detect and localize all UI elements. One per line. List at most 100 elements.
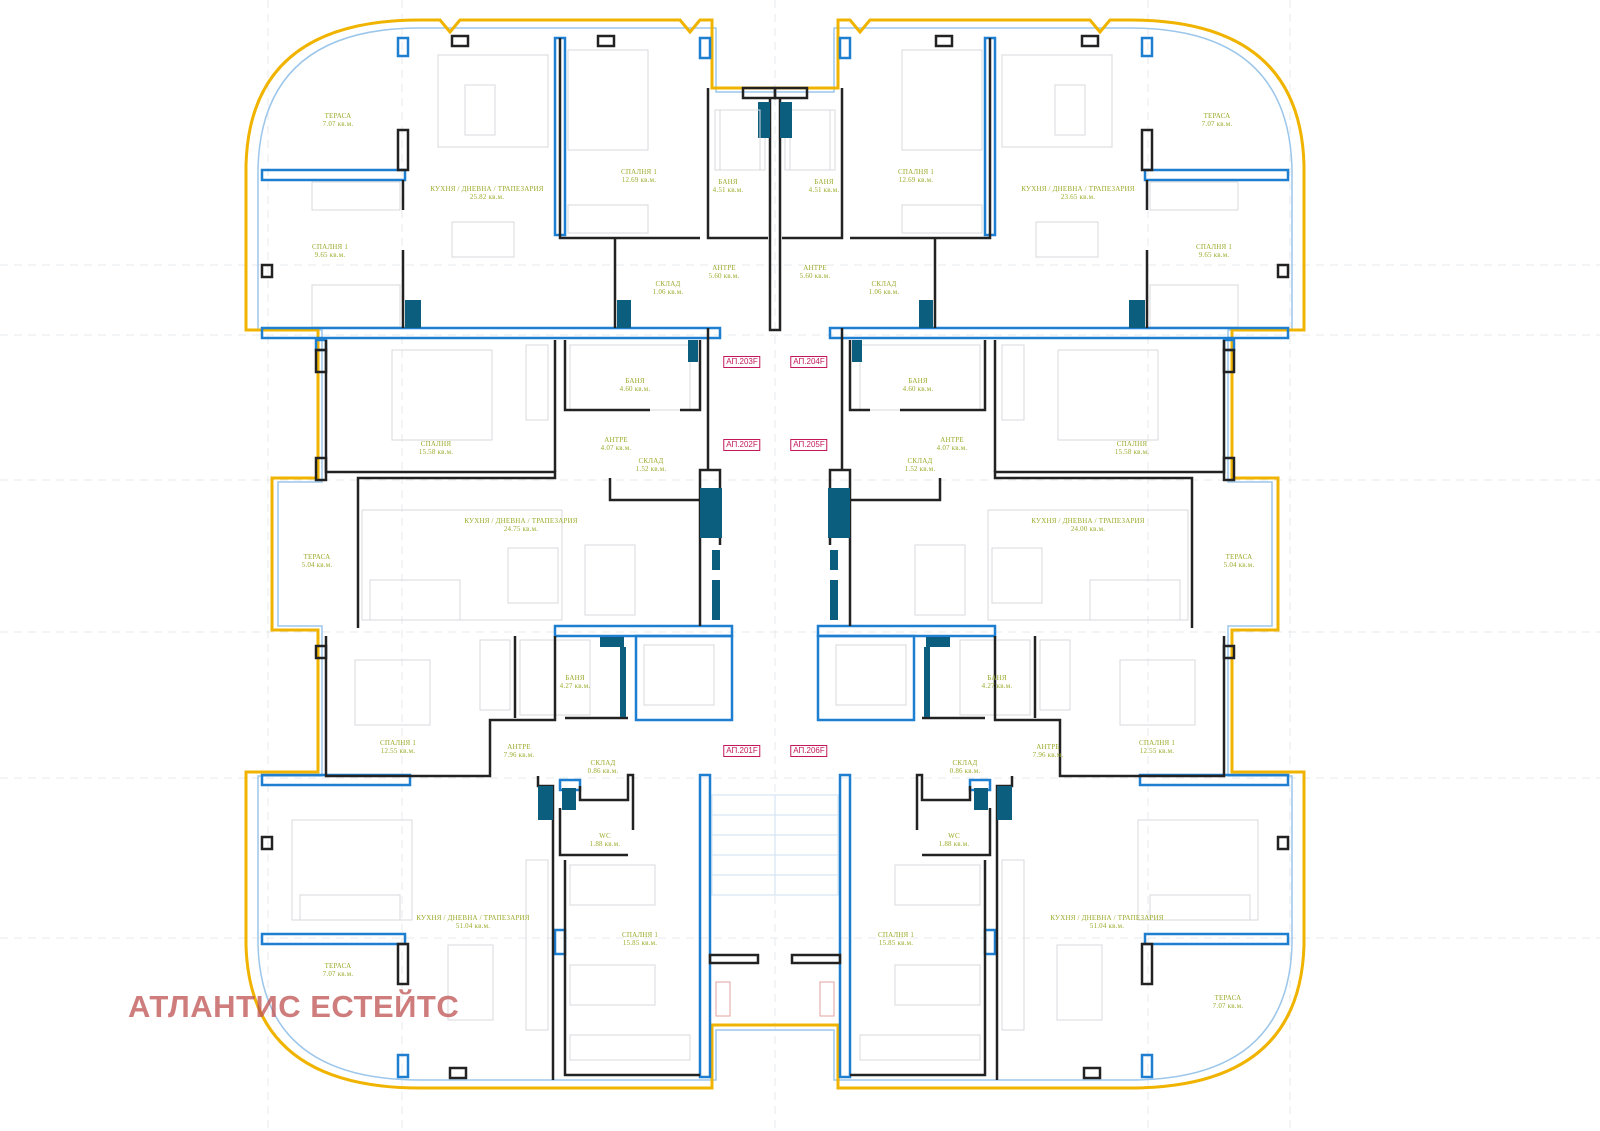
- room-name: АНТРЕ: [712, 264, 736, 272]
- room-area: 1.06 кв.м.: [868, 288, 900, 296]
- room-area: 12.55 кв.м.: [380, 747, 416, 755]
- room-area: 51.04 кв.м.: [1089, 922, 1125, 930]
- room-name: СПАЛНЯ 1: [620, 168, 658, 176]
- room-area: 9.65 кв.м.: [314, 251, 346, 259]
- room-name: WC: [599, 832, 611, 840]
- room-area: 7.07 кв.м.: [322, 970, 354, 978]
- room-area: 4.27 кв.м.: [559, 682, 591, 690]
- room-area: 7.07 кв.м.: [1212, 1002, 1244, 1010]
- room-name: СКЛАД: [952, 759, 978, 767]
- room-area: 1.88 кв.м.: [938, 840, 970, 848]
- room-name: СПАЛНЯ 1: [311, 243, 349, 251]
- room-area: 15.85 кв.м.: [622, 939, 658, 947]
- room-area: 12.69 кв.м.: [621, 176, 657, 184]
- room-area: 9.65 кв.м.: [1198, 251, 1230, 259]
- room-name: БАНЯ: [565, 674, 585, 682]
- room-area: 12.69 кв.м.: [898, 176, 934, 184]
- room-name: АНТРЕ: [507, 743, 531, 751]
- room-area: 1.52 кв.м.: [904, 465, 936, 473]
- room-area: 5.60 кв.м.: [708, 272, 740, 280]
- room-name: КУХНЯ / ДНЕВНА / ТРАПЕЗАРИЯ: [1050, 914, 1164, 922]
- room-name: СКЛАД: [871, 280, 897, 288]
- apartment-tag[interactable]: АП.203F: [723, 356, 761, 368]
- room-area: 7.07 кв.м.: [1201, 120, 1233, 128]
- room-area: 7.07 кв.м.: [322, 120, 354, 128]
- room-name: ТЕРАСА: [1225, 553, 1253, 561]
- room-area: 23.65 кв.м.: [1060, 193, 1096, 201]
- room-name: БАНЯ: [718, 178, 738, 186]
- room-area: 15.58 кв.м.: [418, 448, 454, 456]
- room-name: БАНЯ: [987, 674, 1007, 682]
- room-name: КУХНЯ / ДНЕВНА / ТРАПЕЗАРИЯ: [416, 914, 530, 922]
- apartment-tag[interactable]: АП.205F: [790, 439, 828, 451]
- room-name: БАНЯ: [625, 377, 645, 385]
- room-area: 4.07 кв.м.: [936, 444, 968, 452]
- east-wing: [718, 18, 1306, 1090]
- room-name: СКЛАД: [638, 457, 664, 465]
- room-name: СКЛАД: [907, 457, 933, 465]
- apartment-tag[interactable]: АП.202F: [723, 439, 761, 451]
- room-area: 12.55 кв.м.: [1139, 747, 1175, 755]
- room-area: 25.82 кв.м.: [469, 193, 505, 201]
- room-name: КУХНЯ / ДНЕВНА / ТРАПЕЗАРИЯ: [430, 185, 544, 193]
- room-area: 5.04 кв.м.: [1223, 561, 1255, 569]
- room-area: 4.51 кв.м.: [712, 186, 744, 194]
- room-name: ТЕРАСА: [1203, 112, 1231, 120]
- room-name: СПАЛНЯ: [1116, 440, 1148, 448]
- room-area: 1.88 кв.м.: [589, 840, 621, 848]
- room-name: АНТРЕ: [940, 436, 964, 444]
- room-name: ТЕРАСА: [324, 112, 352, 120]
- apartment-tag[interactable]: АП.204F: [790, 356, 828, 368]
- room-area: 15.85 кв.м.: [878, 939, 914, 947]
- room-area: 24.00 кв.м.: [1070, 525, 1106, 533]
- apartment-tag[interactable]: АП.206F: [790, 745, 828, 757]
- room-area: 4.51 кв.м.: [808, 186, 840, 194]
- room-name: СПАЛНЯ 1: [1138, 739, 1176, 747]
- apartment-tag[interactable]: АП.201F: [723, 745, 761, 757]
- room-area: 4.07 кв.м.: [600, 444, 632, 452]
- room-name: СПАЛНЯ 1: [1195, 243, 1233, 251]
- watermark-logo: АТЛАНТИС ЕСТЕЙТС: [128, 989, 460, 1024]
- room-name: БАНЯ: [814, 178, 834, 186]
- room-name: КУХНЯ / ДНЕВНА / ТРАПЕЗАРИЯ: [464, 517, 578, 525]
- room-area: 4.60 кв.м.: [619, 385, 651, 393]
- room-name: СПАЛНЯ 1: [877, 931, 915, 939]
- room-name: КУХНЯ / ДНЕВНА / ТРАПЕЗАРИЯ: [1021, 185, 1135, 193]
- room-name: ТЕРАСА: [1214, 994, 1242, 1002]
- room-area: 5.04 кв.м.: [301, 561, 333, 569]
- room-area: 0.86 кв.м.: [949, 767, 981, 775]
- room-area: 4.60 кв.м.: [902, 385, 934, 393]
- room-area: 15.58 кв.м.: [1114, 448, 1150, 456]
- room-name: СПАЛНЯ: [420, 440, 452, 448]
- room-name: WC: [948, 832, 960, 840]
